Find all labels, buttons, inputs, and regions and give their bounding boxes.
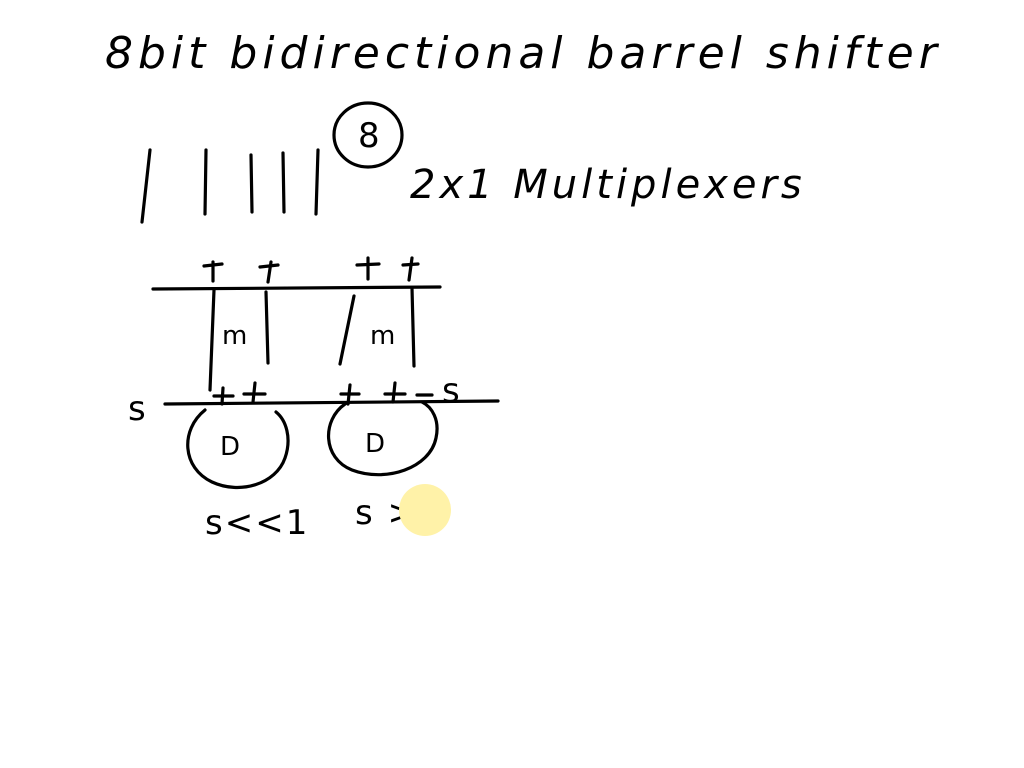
mux-count-text: 8 [358,116,380,156]
title-text: 8bit bidirectional barrel shifter [105,28,942,79]
shift-left-expression: s<<1 [205,503,309,543]
left-block-label: D [220,432,240,462]
left-mux-label: m [222,321,247,351]
left-block: D [186,408,290,490]
lower-bus [163,381,500,406]
right-block-label: D [365,429,385,459]
tally-marks [140,148,320,224]
select-right-label: s [442,371,462,411]
right-block: D [327,400,439,477]
select-left-label: s [128,389,148,429]
right-mux-label: m [370,321,395,351]
mux-label-text: 2x1 Multiplexers [410,162,806,208]
pointer-highlight-icon [399,484,451,536]
right-mux: m [338,286,416,368]
upper-bus [151,256,442,291]
mux-count-circle: 8 [332,101,404,169]
left-mux: m [208,288,270,392]
